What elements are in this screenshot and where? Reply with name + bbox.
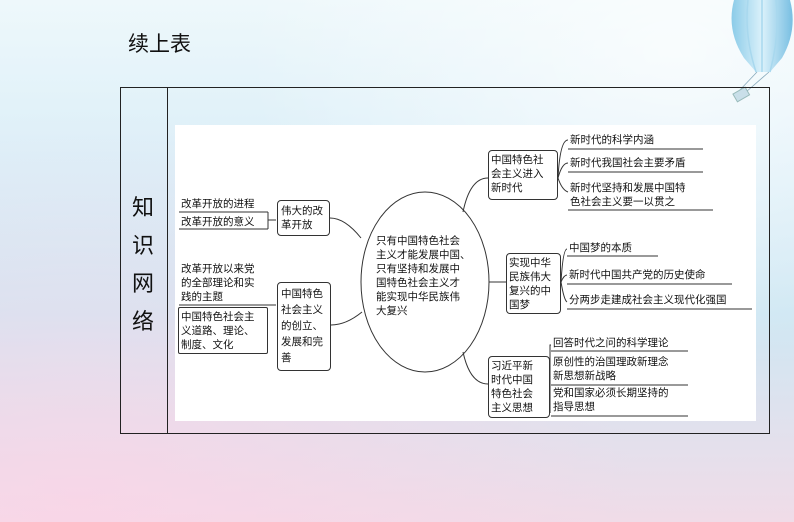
leaf-socialism-system-box	[178, 307, 268, 354]
center-node: 只有中国特色社会 主义才能发展中国、 只有坚持和发展中 国特色社会主义才 能实现…	[376, 235, 471, 317]
table-frame	[120, 87, 770, 434]
branch-socialism-label: 中国特色 社会主义 的创立、 发展和完 善	[281, 288, 323, 364]
leaf-dream-mission: 新时代中国共产党的历史使命	[569, 269, 706, 281]
leaf-reform-process: 改革开放的进程	[181, 198, 255, 210]
side-label-column	[120, 87, 168, 434]
edge-center-newera	[462, 177, 489, 213]
branch-reform-box	[277, 200, 330, 236]
side-label-char-3: 网	[132, 272, 155, 297]
leaf-thought-theory: 回答时代之问的科学理论	[553, 337, 669, 349]
edge-center-socialism	[330, 311, 363, 326]
hot-air-balloon-icon	[731, 0, 793, 103]
branch-newera-label: 中国特色社 会主义进入 新时代	[491, 154, 544, 194]
leaf-newera-meaning: 新时代的科学内涵	[570, 134, 654, 146]
leaf-thought-guidance: 党和国家必须长期坚持的 指导思想	[553, 387, 669, 413]
leaf-socialism-system: 中国特色社会主 义道路、理论、 制度、文化	[181, 311, 255, 351]
branch-reform-label: 伟大的改 革开放	[281, 205, 323, 231]
leaf-newera-consistency: 新时代坚持和发展中国特 色社会主义要一以贯之	[570, 182, 686, 208]
side-label-char-2: 识	[132, 234, 155, 259]
branch-socialism-box	[277, 282, 331, 371]
branch-dream-box	[506, 253, 561, 314]
leaf-dream-two-steps: 分两步走建成社会主义现代化强国	[569, 294, 727, 306]
leaf-newera-contradiction: 新时代我国社会主要矛盾	[570, 157, 686, 169]
leaf-socialism-theme: 改革开放以来党 的全部理论和实 践的主题	[181, 263, 255, 303]
branch-thought-box	[488, 356, 550, 418]
branch-dream-label: 实现中华 民族伟大 复兴的中 国梦	[509, 257, 551, 311]
edge-center-reform	[329, 217, 362, 239]
page-title: 续上表	[128, 32, 191, 56]
leaf-thought-new-ideas: 原创性的治国理政新理念 新思想新战略	[553, 356, 669, 382]
side-label-char-1: 知	[132, 196, 155, 221]
branch-thought-label: 习近平新 时代中国 特色社会 主义思想	[491, 360, 533, 414]
leaf-reform-significance: 改革开放的意义	[181, 216, 255, 228]
edge-center-thought	[462, 351, 489, 385]
branch-newera-box	[488, 150, 558, 200]
side-label-char-4: 络	[132, 310, 155, 335]
leaf-dream-essence: 中国梦的本质	[569, 242, 632, 254]
